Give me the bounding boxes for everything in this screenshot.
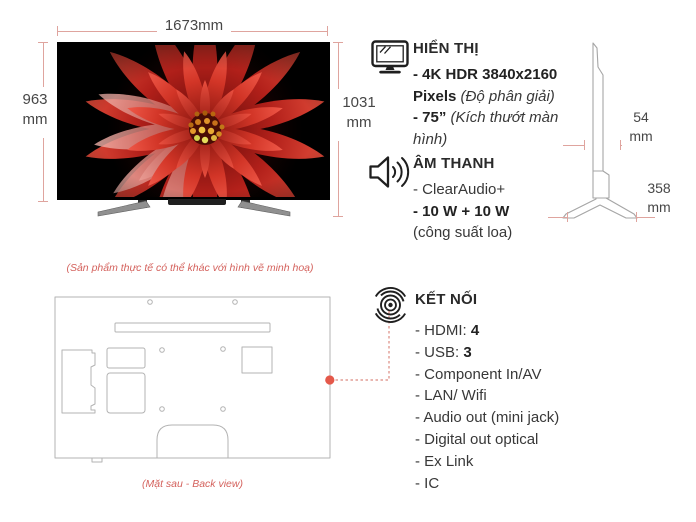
total-height-unit: mm	[346, 114, 372, 131]
stand-depth-value: 358	[647, 180, 671, 196]
connectivity-item-lan-wifi: - LAN/ Wifi	[415, 385, 625, 407]
display-resolution-note: (Độ phân giải)	[460, 87, 555, 105]
display-resolution-value: - 4K HDR 3840x2160 Pixels	[413, 66, 558, 105]
screen-height-unit: mm	[22, 111, 48, 128]
connectivity-item-text: - Component In/AV	[415, 365, 542, 383]
height-dim-tick-bottom	[38, 201, 48, 202]
connectivity-item-ic: - IC	[415, 473, 625, 495]
back-view-caption: (Mặt sau - Back view)	[142, 478, 243, 490]
total-height-line-bottom	[338, 141, 339, 216]
tv-screen-flower-image	[57, 42, 330, 200]
connectivity-item-text: - HDMI:	[415, 322, 471, 339]
audio-power: - 10 W + 10 W	[413, 202, 510, 220]
connectivity-item-audio-out: - Audio out (mini jack)	[415, 407, 625, 429]
display-title: HIỂN THỊ	[413, 40, 479, 57]
stand-depth-unit: mm	[647, 199, 671, 215]
audio-title: ÂM THANH	[413, 155, 495, 172]
connectivity-item-text: - Ex Link	[415, 452, 474, 470]
monitor-icon	[371, 40, 409, 74]
display-resolution: - 4K HDR 3840x2160 Pixels (Độ phân giải)	[413, 64, 595, 107]
signal-icon	[372, 287, 409, 323]
connectivity-item-value: 4	[470, 322, 480, 339]
total-height-tick-top	[333, 42, 343, 43]
audio-feature: - ClearAudio+	[413, 181, 506, 198]
front-view-note: (Sản phẩm thực tế có thể khác với hình v…	[66, 262, 314, 274]
connectivity-item-component: - Component In/AV	[415, 364, 625, 386]
stand-depth-tick-left	[567, 212, 568, 222]
connectivity-item-text: - LAN/ Wifi	[415, 387, 487, 405]
depth-dim-tick-left	[584, 140, 585, 150]
depth-dim-tick-right	[620, 140, 621, 150]
width-dim-line-right	[231, 31, 327, 32]
speaker-icon	[369, 156, 410, 188]
connectivity-item-text: - IC	[415, 474, 440, 492]
height-dim-line-bottom	[43, 138, 44, 201]
total-height-dimension: 1031 mm	[335, 93, 383, 133]
connectivity-section: KẾT NỐI - HDMI: 4 - USB: 3 - Component I…	[415, 291, 625, 494]
connectivity-item-hdmi: - HDMI: 4	[415, 320, 625, 342]
connectivity-item-text: - Digital out optical	[415, 430, 539, 448]
total-height-tick-bottom	[333, 216, 343, 217]
connector-callout-line	[325, 311, 390, 385]
depth-value: 54	[633, 109, 649, 125]
depth-dim-line-left	[563, 145, 584, 146]
width-dim-tick-right	[327, 26, 328, 36]
stand-depth-dimension: 358 mm	[638, 179, 680, 217]
connectivity-item-usb: - USB: 3	[415, 342, 625, 364]
connectivity-item-ex-link: - Ex Link	[415, 451, 625, 473]
height-dim-line-top	[43, 43, 44, 87]
total-height-value: 1031	[342, 94, 376, 111]
display-size-note: (Kích thướt màn hình)	[413, 109, 559, 148]
screen-height-value: 963	[22, 91, 48, 108]
connectivity-item-text: - Audio out (mini jack)	[415, 409, 560, 427]
stand-depth-line-left	[548, 217, 567, 218]
total-height-line-top	[338, 43, 339, 89]
connectivity-title: KẾT NỐI	[415, 291, 478, 308]
screen-height-dimension: 963 mm	[13, 90, 57, 130]
depth-unit: mm	[629, 128, 653, 144]
tv-back-view	[54, 296, 331, 463]
connectivity-item-text: - USB:	[415, 343, 464, 361]
display-size: - 75” (Kích thướt màn hình)	[413, 107, 595, 150]
tv-logo-module	[168, 199, 226, 205]
stand-depth-line-right	[637, 217, 655, 218]
front-width-dimension: 1673mm	[158, 16, 230, 36]
audio-section: ÂM THANH - ClearAudio+ - 10 W + 10 W (cô…	[413, 155, 595, 244]
tv-front-view	[57, 42, 330, 200]
stand-depth-tick-right	[636, 212, 637, 222]
width-dim-line-left	[58, 31, 157, 32]
width-dim-tick-left	[57, 26, 58, 36]
display-size-value: - 75”	[413, 109, 447, 126]
connectivity-item-value: 3	[463, 343, 472, 361]
height-dim-tick-top	[38, 42, 48, 43]
display-section: HIỂN THỊ - 4K HDR 3840x2160 Pixels (Độ p…	[413, 40, 595, 150]
tv-side-view	[562, 42, 638, 219]
connectivity-item-digital-out: - Digital out optical	[415, 429, 625, 451]
depth-dimension: 54 mm	[622, 108, 660, 146]
tv-stand-feet	[97, 200, 291, 217]
audio-power-note: (công suất loa)	[413, 224, 513, 241]
